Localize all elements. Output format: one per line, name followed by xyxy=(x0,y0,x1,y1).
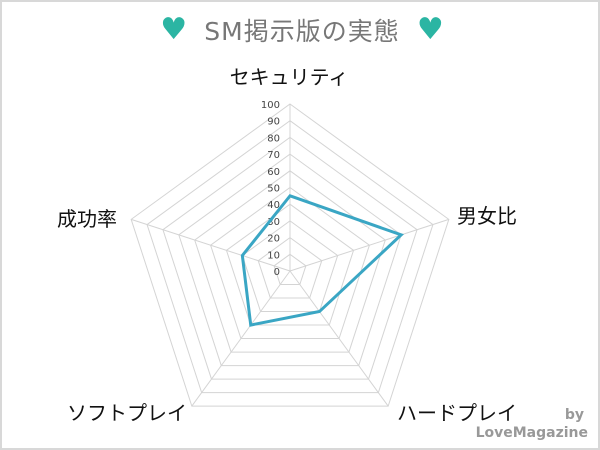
tick-label: 60 xyxy=(267,167,280,178)
credit: by LoveMagazine xyxy=(476,406,588,442)
credit-by: by xyxy=(564,407,584,423)
tick-label: 90 xyxy=(267,117,280,128)
tick-label: 50 xyxy=(267,184,280,195)
grid-spoke xyxy=(289,270,389,407)
tick-label: 40 xyxy=(267,200,280,211)
tick-label: 10 xyxy=(267,250,280,261)
grid-spoke xyxy=(191,270,291,407)
grid-ring xyxy=(178,153,402,367)
category-label: ソフトプレイ xyxy=(67,401,187,425)
tick-label: 100 xyxy=(261,100,280,111)
title-row: ♥ SM掲示版の実態 ♥ xyxy=(2,12,598,48)
category-label: ハードプレイ xyxy=(397,401,517,425)
grid-spoke xyxy=(131,218,291,272)
tick-label: 30 xyxy=(267,217,280,228)
tick-label: 0 xyxy=(274,267,280,278)
grid-ring xyxy=(257,236,323,299)
grid-spoke xyxy=(289,218,449,272)
grid-ring xyxy=(194,170,386,353)
tick-label: 70 xyxy=(267,150,280,161)
grid-ring xyxy=(225,203,355,326)
heart-icon: ♥ xyxy=(160,12,188,47)
grid-ring xyxy=(241,220,339,313)
series-line xyxy=(240,194,405,327)
category-label: セキュリティ xyxy=(230,65,349,89)
grid-ring xyxy=(130,103,450,407)
credit-brand: LoveMagazine xyxy=(475,425,588,441)
grid-ring xyxy=(209,186,371,340)
tick-label: 80 xyxy=(267,133,280,144)
grid-ring xyxy=(146,120,434,394)
chart-title: SM掲示版の実態 xyxy=(204,17,400,46)
grid-ring xyxy=(273,253,307,286)
category-label: 成功率 xyxy=(57,207,117,231)
category-label: 男女比 xyxy=(457,204,517,228)
tick-label: 20 xyxy=(267,234,280,245)
heart-icon: ♥ xyxy=(416,12,444,47)
grid-ring xyxy=(162,136,418,380)
